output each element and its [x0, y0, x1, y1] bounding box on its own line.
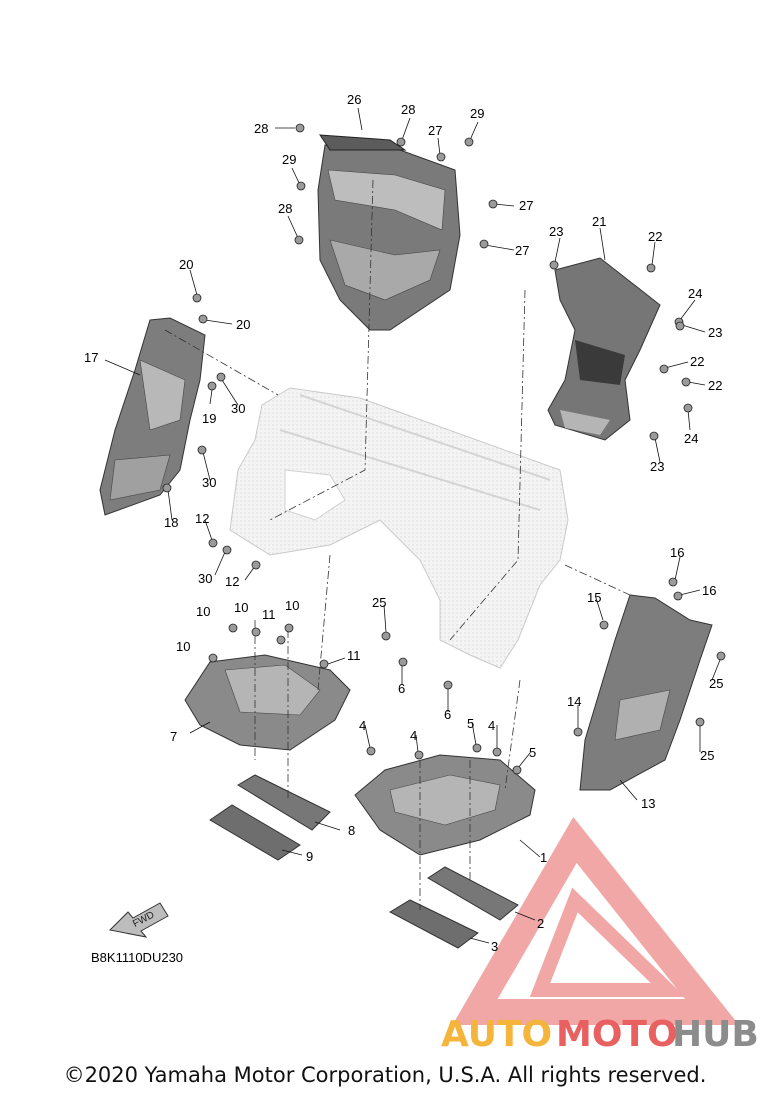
watermark-auto: AUTO — [441, 1014, 552, 1055]
part-17-left-panel — [99, 317, 206, 516]
part-13-right-panel — [579, 594, 713, 791]
fasteners — [162, 123, 726, 775]
callout-1: 1 — [540, 850, 547, 865]
callout-13: 13 — [641, 796, 655, 811]
part-26-upper-duct — [317, 134, 461, 331]
callout-8: 8 — [348, 823, 355, 838]
part-8-pad — [237, 774, 331, 831]
callout-25: 25 — [709, 676, 723, 691]
callout-23: 23 — [708, 325, 722, 340]
callout-16: 16 — [702, 583, 716, 598]
callout-24: 24 — [688, 286, 702, 301]
watermark-hub: HUB — [672, 1014, 759, 1055]
callout-17: 17 — [84, 350, 98, 365]
fwd-arrow-icon: FWD — [108, 902, 169, 938]
callout-19: 19 — [202, 411, 216, 426]
callout-6: 6 — [398, 681, 405, 696]
callout-4: 4 — [488, 718, 495, 733]
callout-28: 28 — [254, 121, 268, 136]
callout-12: 12 — [195, 511, 209, 526]
copyright-text: ©2020 Yamaha Motor Corporation, U.S.A. A… — [63, 1063, 707, 1087]
callout-20: 20 — [179, 257, 193, 272]
callout-30: 30 — [198, 571, 212, 586]
callout-27: 27 — [428, 123, 442, 138]
callout-10: 10 — [285, 598, 299, 613]
callout-28: 28 — [401, 102, 415, 117]
callout-5: 5 — [529, 745, 536, 760]
part-21-right-duct — [547, 257, 661, 441]
leader-lines — [164, 179, 631, 910]
diagram-code: B8K1110DU230 — [91, 950, 183, 965]
callout-6: 6 — [444, 707, 451, 722]
callout-3: 3 — [491, 939, 498, 954]
callout-9: 9 — [306, 849, 313, 864]
callout-27: 27 — [519, 198, 533, 213]
callout-23: 23 — [650, 459, 664, 474]
callout-12: 12 — [225, 574, 239, 589]
callout-10: 10 — [196, 604, 210, 619]
callout-16: 16 — [670, 545, 684, 560]
callout-4: 4 — [410, 728, 417, 743]
callout-7: 7 — [170, 729, 177, 744]
callout-21: 21 — [592, 214, 606, 229]
callout-10: 10 — [234, 600, 248, 615]
callout-18: 18 — [164, 515, 178, 530]
callout-22: 22 — [690, 354, 704, 369]
callout-4: 4 — [359, 718, 366, 733]
callout-14: 14 — [567, 694, 581, 709]
callout-28: 28 — [278, 201, 292, 216]
callout-26: 26 — [347, 92, 361, 107]
callout-25: 25 — [700, 748, 714, 763]
callout-27: 27 — [515, 243, 529, 258]
callout-29: 29 — [470, 106, 484, 121]
watermark-moto: MOTO — [556, 1014, 678, 1055]
callout-5: 5 — [467, 716, 474, 731]
part-2-pad — [427, 866, 519, 921]
watermark-text: AUTO MOTO HUB — [441, 1014, 759, 1055]
part-3-pad — [388, 899, 479, 949]
callout-23: 23 — [549, 224, 563, 239]
callout-29: 29 — [282, 152, 296, 167]
callout-25: 25 — [372, 595, 386, 610]
part-7-left-floor — [184, 654, 351, 751]
part-1-right-floor — [354, 754, 536, 856]
callout-24: 24 — [684, 431, 698, 446]
part-callouts: 1 2 3 4 4 4 5 5 6 6 7 8 9 10 10 10 10 11… — [84, 92, 723, 954]
watermark-triangle-logo — [452, 817, 739, 1025]
callout-15: 15 — [587, 590, 601, 605]
callout-30: 30 — [231, 401, 245, 416]
callout-30: 30 — [202, 475, 216, 490]
callout-2: 2 — [537, 916, 544, 931]
callout-22: 22 — [648, 229, 662, 244]
callout-11: 11 — [262, 607, 276, 622]
callout-11: 11 — [347, 648, 361, 663]
part-9-pad — [209, 804, 301, 861]
callout-22: 22 — [708, 378, 722, 393]
callout-10: 10 — [176, 639, 190, 654]
frame-outline — [229, 387, 569, 669]
callout-20: 20 — [236, 317, 250, 332]
